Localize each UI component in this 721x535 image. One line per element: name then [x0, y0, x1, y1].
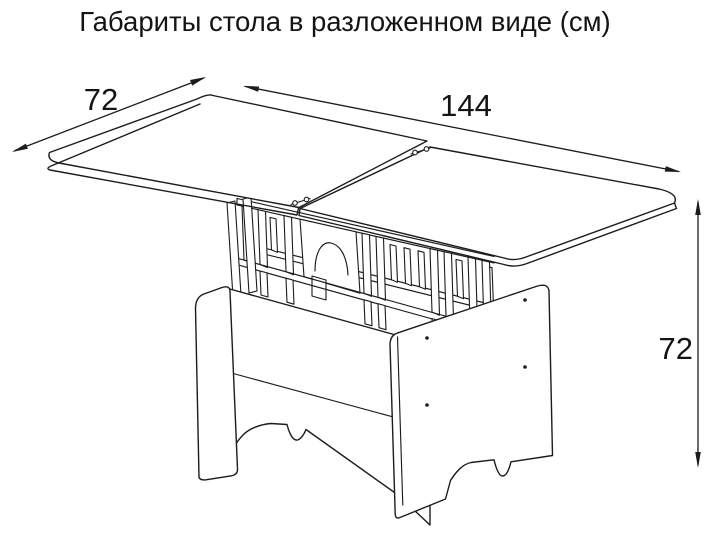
arrowhead: [695, 452, 701, 468]
lift-mechanism-near-slats: [226, 196, 498, 360]
arrowhead: [243, 86, 260, 92]
screw-dot: [523, 298, 527, 302]
screw-dot: [523, 365, 527, 369]
tabletop-left-half: [47, 94, 428, 216]
tabletop-right-half: [298, 146, 678, 267]
base-right-end-panel: [389, 284, 554, 519]
base-cabinet: [194, 284, 554, 526]
left-leg-slat: [226, 200, 242, 298]
base-left-end-panel: [194, 286, 239, 481]
screw-dot: [425, 336, 429, 340]
drawing-title: Габариты стола в разложенном виде (см): [79, 6, 610, 37]
arrowhead: [190, 77, 206, 86]
dimension-depth: 72: [12, 77, 206, 152]
screw-dot: [425, 403, 429, 407]
tabletop-edge-thickness: [298, 202, 678, 267]
base-inner-bottom-edge: [212, 367, 398, 419]
panel-thickness-edge: [396, 336, 404, 506]
arrowhead: [12, 143, 28, 152]
tabletop-edge-thickness: [47, 103, 300, 216]
height-value: 72: [659, 331, 693, 366]
depth-value: 72: [84, 82, 118, 117]
arrowhead: [695, 199, 701, 215]
fold-seam-hinges: [290, 146, 431, 206]
arch-cutout: [314, 242, 349, 276]
arched-board: [299, 218, 361, 294]
length-value: 144: [440, 88, 492, 123]
arrowhead: [664, 166, 681, 172]
dimension-length: 144: [243, 85, 681, 173]
dimension-height: 72: [659, 199, 701, 468]
